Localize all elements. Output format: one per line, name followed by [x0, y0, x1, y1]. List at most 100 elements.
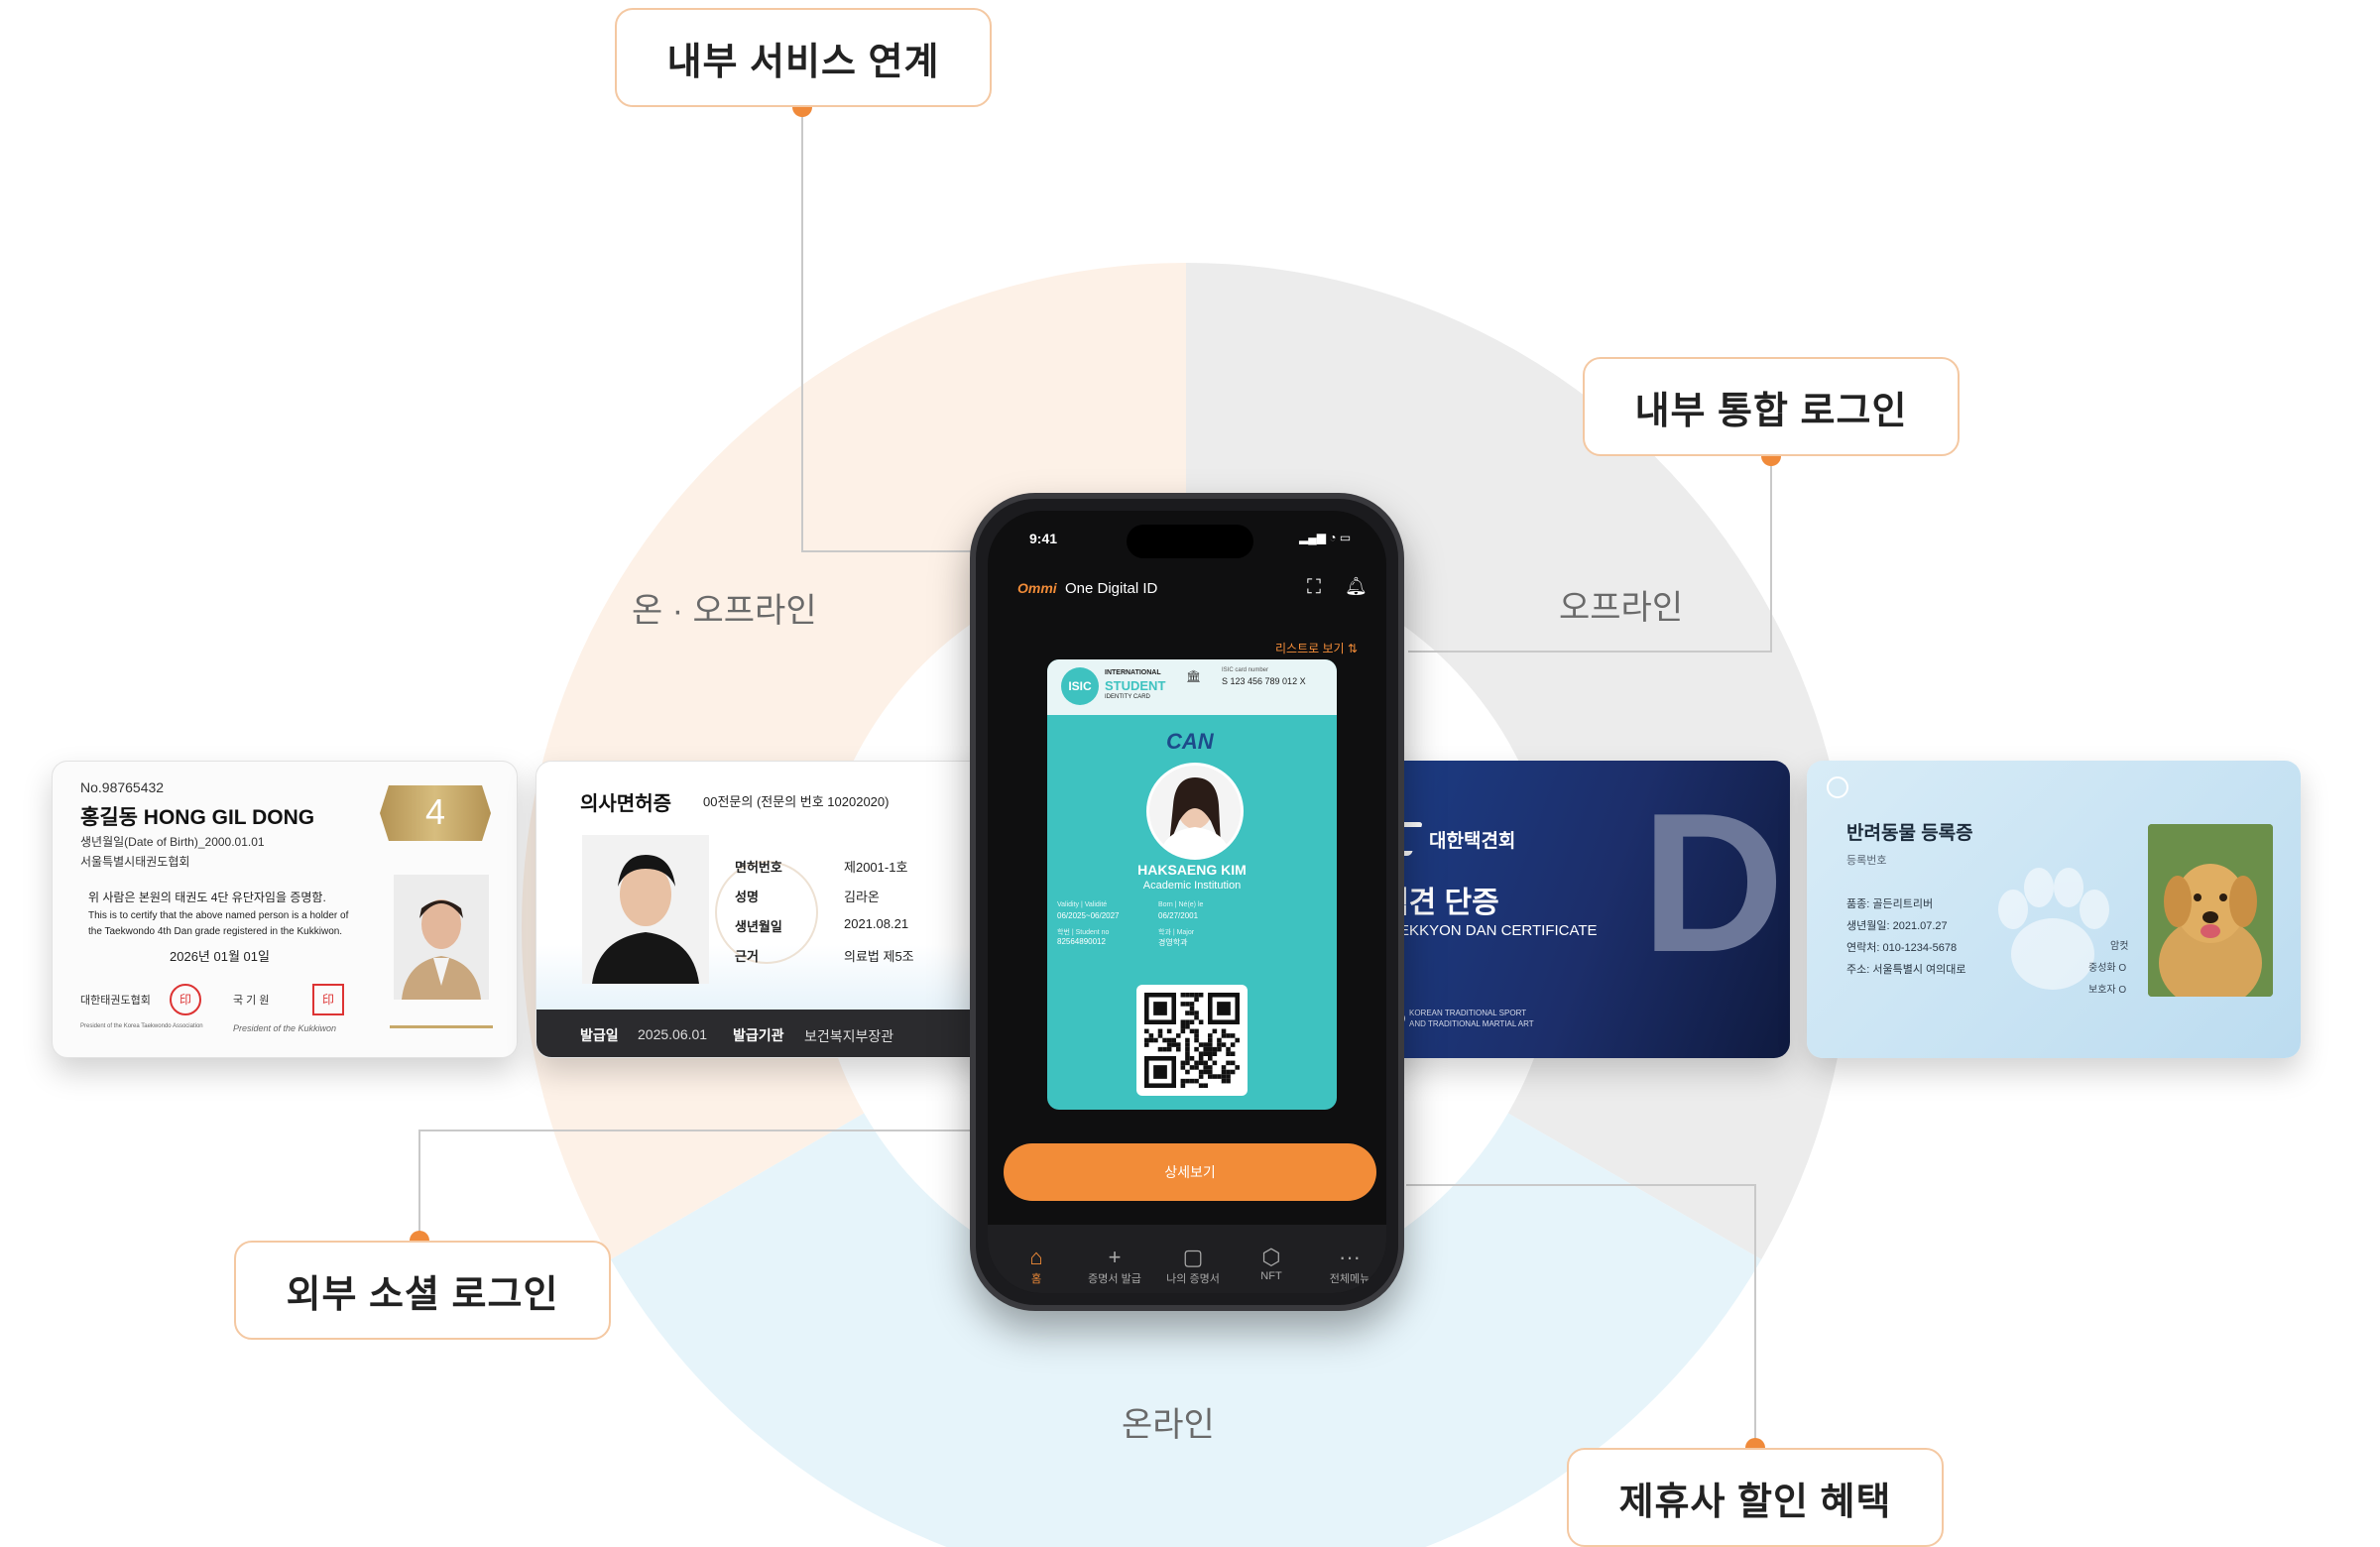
institution-name: Academic Institution: [1142, 880, 1242, 892]
status-time: 9:41: [1029, 531, 1058, 546]
issue-date-value: 2025.06.01: [638, 1026, 708, 1042]
sex-value: 암컷: [2110, 941, 2129, 952]
student-no-label: 학번 | Student no: [1057, 929, 1110, 936]
tab-home[interactable]: ⌂홈: [998, 1245, 1075, 1286]
sector-label-offline: 오프라인: [1559, 589, 1684, 627]
license-field-value: 제2001-1호: [844, 860, 908, 875]
home-icon: ⌂: [1029, 1245, 1043, 1269]
issue-date-label: 발급일: [580, 1027, 619, 1043]
connector-partner-discount: [1406, 1184, 1756, 1448]
brand-logo: Ommi: [1017, 580, 1057, 596]
grade-number: 4: [425, 791, 446, 832]
isic-scribble: CAN: [1166, 729, 1214, 754]
license-field-value: 김라온: [844, 890, 880, 904]
phone-screen: 9:41 ▂▄▆ ◔ ▭ Ommi One Digital ID ⛶ 🔔︎ 리스…: [988, 511, 1386, 1293]
taekkyon-dan-card[interactable]: 대한택견회 택견 단증 TAEKKYON DAN CERTIFICATE D K…: [1354, 761, 1790, 1058]
isic-badge: ISIC: [1061, 667, 1099, 705]
issuer-label: 발급기관: [733, 1027, 784, 1043]
sector-online: [610, 1113, 1762, 1547]
neutered-value: 중성화 O: [2088, 963, 2127, 974]
reg-number-label: 등록번호: [1846, 855, 1887, 867]
list-view-toggle[interactable]: 리스트로 보기 ⇅: [1275, 642, 1358, 655]
connector-external-social: [418, 1130, 977, 1241]
tab-label: 나의 증명서: [1166, 1273, 1220, 1285]
sector-label-on-offline: 온 · 오프라인: [632, 592, 817, 630]
id-icon: ▢: [1182, 1245, 1204, 1269]
validity-value: 06/2025~06/2027: [1057, 911, 1120, 920]
student-name: HAKSAENG KIM: [1137, 862, 1247, 878]
tab-id[interactable]: ▢ 나의 증명서: [1154, 1245, 1232, 1286]
bank-icon: 🏛︎: [1186, 669, 1202, 683]
detail-button[interactable]: 상세보기: [1004, 1143, 1376, 1201]
pet-field: 연락처: 010-1234-5678: [1846, 942, 1958, 954]
tab-plus[interactable]: + 증명서 발급: [1076, 1245, 1153, 1286]
pet-field: 품종: 골든리트리버: [1846, 898, 1934, 910]
footnote-left: President of the Korea Taekwondo Associa…: [80, 1023, 203, 1029]
holder-photo: [394, 875, 489, 1000]
bell-icon[interactable]: 🔔︎: [1345, 576, 1368, 596]
pet-field: 주소: 서울특별시 여의대로: [1846, 964, 1966, 976]
validity-label: Validity | Validité: [1057, 901, 1108, 908]
student-photo: [1146, 763, 1244, 860]
isic-line-3: IDENTITY CARD: [1105, 694, 1150, 700]
doctor-photo: [582, 835, 709, 984]
license-field-value: 의료법 제5조: [844, 949, 914, 964]
pet-card-title: 반려동물 등록증: [1846, 823, 1973, 844]
big-letter-d: D: [1641, 773, 1785, 994]
org-name: 대한택견회: [1429, 831, 1516, 852]
born-value: 06/27/2001: [1158, 911, 1199, 920]
dynamic-island: [1127, 525, 1253, 558]
license-subtitle: 00전문의 (전문의 번호 10202020): [703, 794, 890, 809]
brand-name: One Digital ID: [1065, 580, 1158, 597]
sector-label-online: 온라인: [1122, 1406, 1215, 1444]
isic-line-2: STUDENT: [1105, 678, 1166, 693]
taekwondo-certificate-card[interactable]: No.98765432 홍길동 HONG GIL DONG 생년월일(Date …: [52, 761, 518, 1058]
holder-name: 홍길동 HONG GIL DONG: [80, 806, 315, 829]
doctor-license-card[interactable]: 의사면허증 00전문의 (전문의 번호 10202020) 면허번호 제2001-…: [536, 761, 1021, 1058]
sign-left: 대한태권도협회: [80, 995, 151, 1007]
tab-label: 증명서 발급: [1088, 1273, 1141, 1285]
callout-internal-service: 내부 서비스 연계: [615, 8, 992, 107]
callout-external-social-login: 외부 소셜 로그인: [234, 1241, 611, 1340]
certify-text-en-2: the Taekwondo 4th Dan grade registered i…: [88, 926, 343, 937]
major-value: 경영학과: [1158, 938, 1188, 947]
license-field-label: 생년월일: [735, 919, 782, 934]
tab-more[interactable]: ···전체메뉴: [1311, 1245, 1386, 1286]
foot-line-1: KOREAN TRADITIONAL SPORT: [1409, 1009, 1527, 1017]
certify-text-en-1: This is to certify that the above named …: [88, 910, 349, 921]
photo-underline: [390, 1025, 493, 1028]
scan-icon[interactable]: ⛶: [1307, 576, 1321, 598]
license-footer: [536, 1010, 1020, 1057]
callout-partner-discount: 제휴사 할인 혜택: [1567, 1448, 1944, 1547]
bottom-tab-bar: ⌂홈+증명서 발급▢나의 증명서⬡NFT···전체메뉴: [988, 1225, 1386, 1293]
tab-label: 홈: [1030, 1273, 1042, 1285]
issue-date: 2026년 01월 01일: [170, 949, 270, 964]
chip-icon: [1827, 776, 1848, 798]
qr-code[interactable]: [1136, 985, 1248, 1096]
paw-watermark-icon: [1973, 850, 2132, 1009]
status-icons: ▂▄▆ ◔ ▭: [1299, 531, 1352, 544]
more-icon: ···: [1339, 1245, 1361, 1269]
connector-internal-service: [801, 107, 977, 552]
isic-student-card[interactable]: ISIC INTERNATIONAL STUDENT IDENTITY CARD…: [1047, 659, 1337, 1110]
nft-icon: ⬡: [1261, 1245, 1281, 1269]
student-no-value: 82564890012: [1057, 937, 1106, 946]
license-field-label: 성명: [735, 890, 759, 904]
license-field-label: 면허번호: [735, 860, 782, 875]
connector-lines: [418, 107, 1772, 1448]
license-field-label: 근거: [735, 949, 759, 964]
tab-nft[interactable]: ⬡NFT: [1233, 1245, 1310, 1282]
guardian-value: 보호자 O: [2088, 985, 2127, 996]
license-title: 의사면허증: [580, 793, 671, 815]
seal-right: 印: [312, 984, 344, 1015]
connector-internal-login: [1408, 456, 1772, 653]
isic-number: S 123 456 789 012 X: [1222, 676, 1306, 686]
association-name: 서울특별시태권도협회: [80, 855, 190, 869]
grade-badge: [380, 785, 491, 841]
tab-label: NFT: [1260, 1270, 1282, 1282]
sign-right: 국 기 원: [233, 995, 270, 1007]
footnote-right: President of the Kukkiwon: [233, 1023, 337, 1033]
plus-icon: +: [1108, 1245, 1122, 1269]
pet-photo: [2148, 824, 2273, 997]
